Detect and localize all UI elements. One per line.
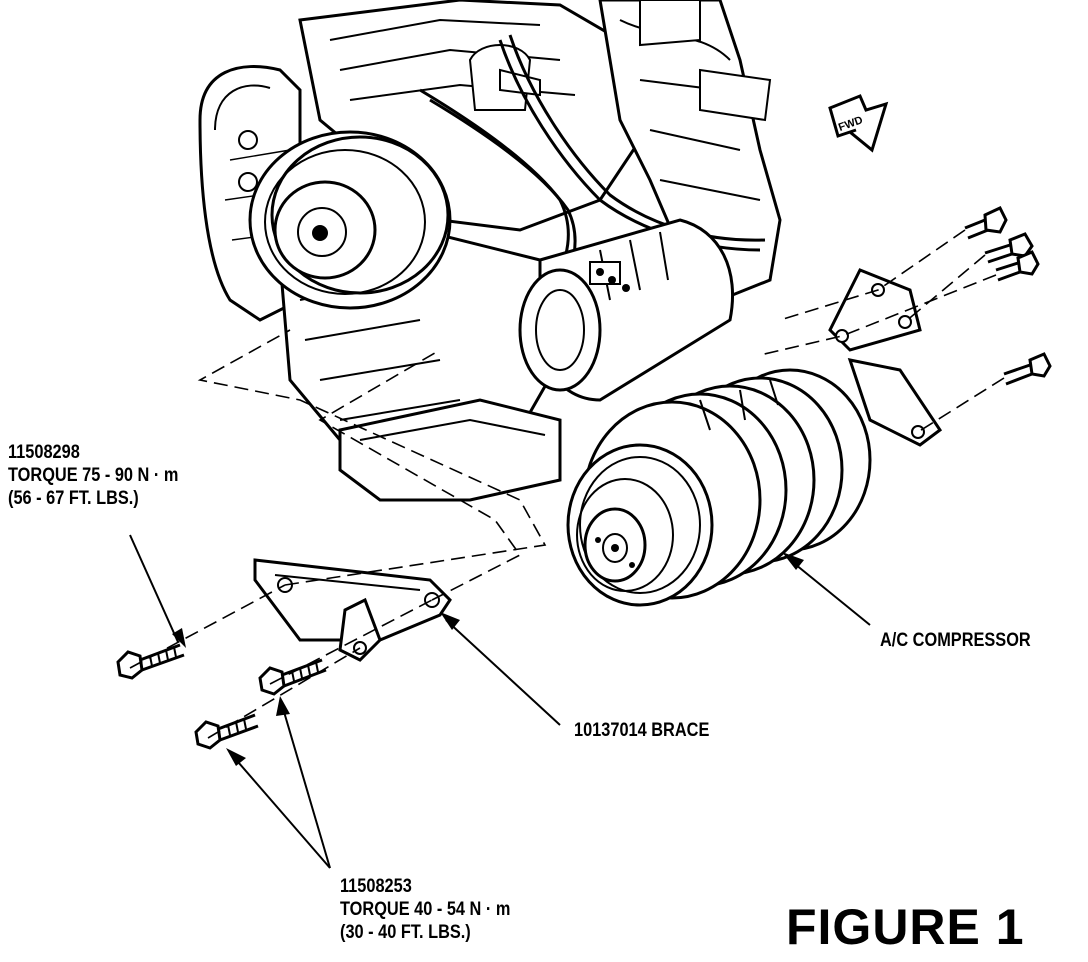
bolt-top-right-1 — [964, 206, 1008, 240]
compressor-mount-bracket — [828, 268, 943, 447]
fwd-arrow-icon: FWD — [828, 94, 889, 153]
figure-title: FIGURE 1 — [786, 899, 1025, 955]
bolt-upper-callout: 11508298 TORQUE 75 - 90 N · m (56 - 67 F… — [8, 442, 178, 510]
alignment-lines — [129, 229, 1005, 739]
compressor-callout: A/C COMPRESSOR — [880, 630, 1031, 651]
bolt-lower-left — [194, 713, 259, 750]
bolt-right — [1003, 352, 1052, 386]
bolt-upper-left — [116, 643, 185, 680]
bolt-lower-part-number: 11508253 — [340, 876, 412, 897]
bolt-upper-torque-ft: (56 - 67 FT. LBS.) — [8, 487, 139, 509]
bolt-lower-torque: TORQUE 40 - 54 N · m — [340, 898, 511, 920]
bolt-upper-part-number: 11508298 — [8, 442, 80, 463]
starter-motor — [518, 218, 735, 402]
ac-compressor — [566, 368, 872, 607]
leader-arrows — [129, 534, 871, 869]
water-pump-pulley — [248, 130, 452, 310]
bolt-lower-middle — [258, 658, 327, 696]
bolt-upper-torque: TORQUE 75 - 90 N · m — [8, 464, 179, 486]
bolt-lower-torque-ft: (30 - 40 FT. LBS.) — [340, 921, 471, 943]
bolt-top-right-3 — [995, 250, 1040, 282]
bolt-top-right-2 — [984, 232, 1034, 264]
brace — [253, 558, 452, 662]
bolt-lower-callout: 11508253 TORQUE 40 - 54 N · m (30 - 40 F… — [340, 876, 510, 944]
brace-callout: 10137014 BRACE — [574, 720, 710, 741]
